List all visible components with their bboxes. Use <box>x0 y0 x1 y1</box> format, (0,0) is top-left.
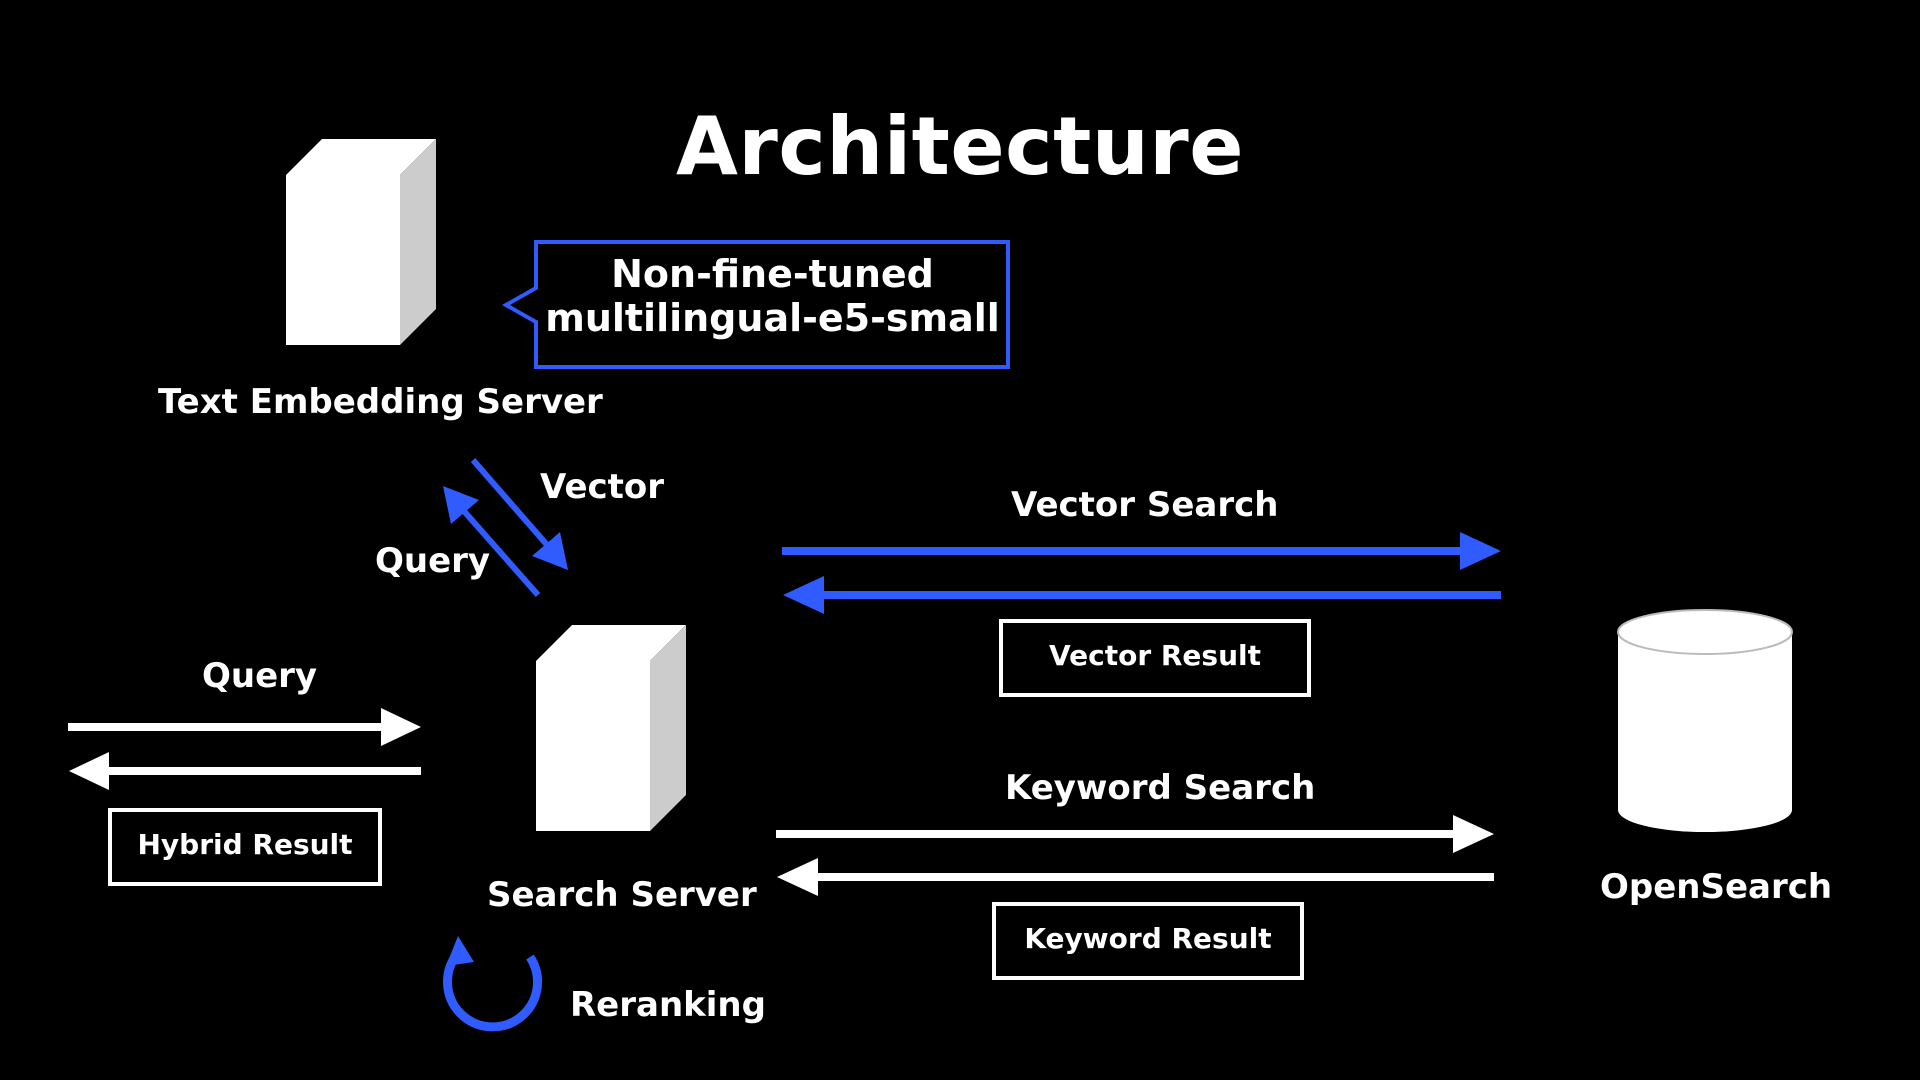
model-callout-box <box>501 240 1010 369</box>
embedding-server-label: Text Embedding Server <box>158 382 603 422</box>
client-query-label: Query <box>202 656 318 696</box>
vector-search-arrow <box>782 532 1501 570</box>
page-title: Architecture <box>676 100 1244 193</box>
callout-line-1: Non-fine-tuned <box>611 252 934 296</box>
keyword-result-box: Keyword Result <box>1024 922 1272 955</box>
hybrid-result-box: Hybrid Result <box>137 828 353 861</box>
reranking-label: Reranking <box>570 985 766 1025</box>
hybrid-result-arrow <box>69 752 421 790</box>
query-up-arrow <box>443 486 541 597</box>
vector-search-label: Vector Search <box>1011 485 1279 525</box>
search-server-icon <box>536 625 686 831</box>
keyword-search-label: Keyword Search <box>1005 768 1316 808</box>
keyword-search-arrow <box>776 815 1494 853</box>
client-query-arrow <box>68 708 421 746</box>
database-icon <box>1617 609 1793 832</box>
vector-label: Vector <box>540 467 665 507</box>
model-callout-text: Non-fine-tuned multilingual-e5-small <box>535 252 1010 340</box>
vector-result-box: Vector Result <box>1048 639 1262 672</box>
opensearch-label: OpenSearch <box>1600 867 1833 907</box>
vector-arrow <box>470 458 568 570</box>
callout-line-2: multilingual-e5-small <box>545 296 1000 340</box>
rerank-cycle-icon <box>443 936 542 1032</box>
keyword-result-arrow <box>777 858 1494 896</box>
embed-query-label: Query <box>375 541 491 581</box>
search-server-label: Search Server <box>487 875 757 915</box>
keyword-result-box-frame <box>992 902 1304 980</box>
vector-result-arrow <box>783 576 1501 614</box>
vector-result-box-frame <box>999 619 1311 697</box>
embedding-server-icon <box>286 139 436 345</box>
hybrid-result-box-frame <box>108 808 382 886</box>
